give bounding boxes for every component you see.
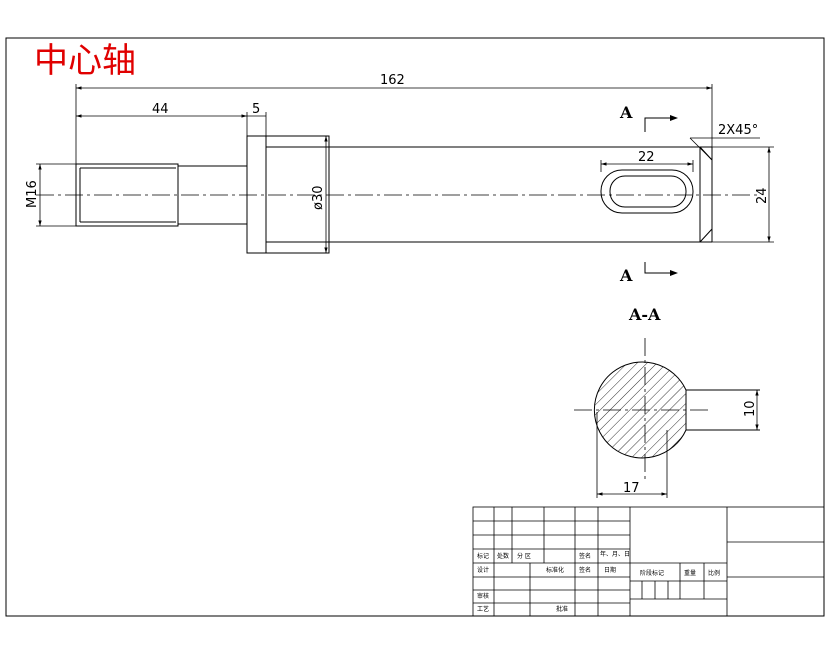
tb-marks: 标记 bbox=[477, 552, 489, 560]
drawing-title: 中心轴 bbox=[34, 41, 136, 81]
tb-approve: 批准 bbox=[556, 605, 568, 613]
dim-overall-length: 162 bbox=[380, 73, 405, 88]
section-marker-bottom: A bbox=[619, 266, 633, 285]
tb-standard: 标准化 bbox=[546, 566, 564, 574]
dim-collar-width: 5 bbox=[252, 102, 260, 117]
tb-review: 审核 bbox=[477, 592, 489, 600]
tb-zone: 分 区 bbox=[517, 552, 531, 560]
section-dimension-lines bbox=[596, 390, 759, 498]
section-arrow-top bbox=[644, 117, 670, 132]
tb-sign2: 签名 bbox=[579, 566, 591, 574]
section-arrow-bottom bbox=[644, 262, 670, 274]
tb-process: 工艺 bbox=[477, 605, 489, 613]
tb-sign: 签名 bbox=[579, 552, 591, 560]
title-block bbox=[472, 506, 825, 617]
dimension-lines bbox=[36, 84, 774, 253]
tb-design: 设计 bbox=[477, 566, 489, 574]
dim-diameter: ø30 bbox=[311, 186, 326, 211]
section-view-label: A-A bbox=[628, 305, 661, 324]
dim-thread-length: 44 bbox=[152, 102, 169, 117]
section-a-a-view bbox=[574, 338, 760, 480]
tb-date2: 日期 bbox=[604, 566, 616, 574]
dim-keyway-length: 22 bbox=[638, 150, 655, 165]
dim-end-height: 24 bbox=[755, 187, 770, 204]
tb-scale: 比例 bbox=[708, 569, 720, 577]
tb-stage-mark: 阶段标记 bbox=[640, 569, 664, 577]
dim-thread-size: M16 bbox=[25, 180, 40, 208]
shaft-main-view bbox=[75, 135, 713, 254]
dim-key-depth: 17 bbox=[623, 481, 640, 496]
drawing-frame bbox=[5, 37, 825, 617]
dim-key-width: 10 bbox=[743, 400, 758, 417]
section-arrowhead-bottom bbox=[670, 270, 678, 276]
section-marker-top: A bbox=[619, 103, 633, 122]
dim-chamfer: 2X45° bbox=[718, 123, 758, 138]
tb-count: 处数 bbox=[497, 552, 509, 560]
tb-weight: 重量 bbox=[684, 569, 696, 577]
tb-ymd: 年、月、日 bbox=[600, 550, 630, 558]
section-arrowhead-top bbox=[670, 115, 678, 121]
